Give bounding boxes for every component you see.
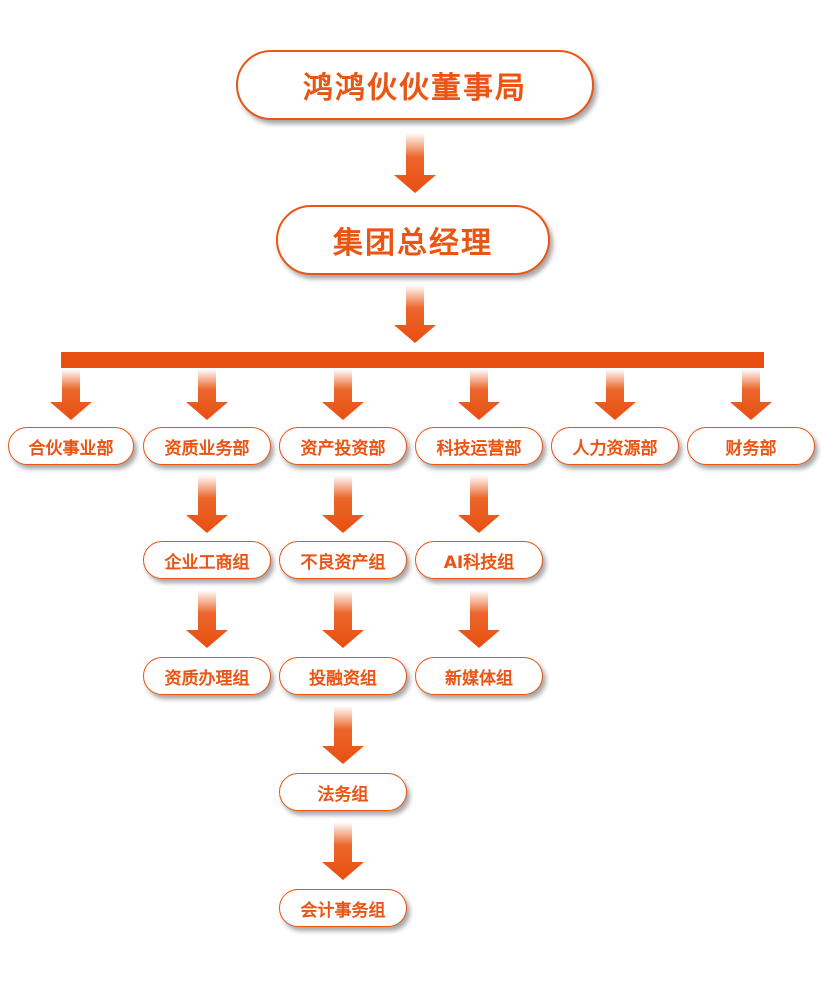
general-manager-node: 集团总经理 [276, 205, 550, 275]
group-qualification-processing: 资质办理组 [143, 657, 271, 695]
dept-finance: 财务部 [687, 427, 815, 465]
dept-tech-operations: 科技运营部 [415, 427, 543, 465]
dept-partner-business: 合伙事业部 [8, 427, 134, 465]
dept-asset-investment: 资产投资部 [279, 427, 407, 465]
group-accounting: 会计事务组 [279, 889, 407, 927]
horizontal-bus-bar [61, 352, 764, 368]
group-legal: 法务组 [279, 773, 407, 811]
group-investment-financing: 投融资组 [279, 657, 407, 695]
dept-qualification-business: 资质业务部 [143, 427, 271, 465]
arrow-board-to-gm [394, 133, 436, 193]
group-ai-tech: AI科技组 [415, 541, 543, 579]
arrow-asset-to-group-3 [322, 706, 364, 764]
arrow-asset-to-group-4 [322, 822, 364, 880]
dept-human-resources: 人力资源部 [551, 427, 679, 465]
arrow-bus-to-dept-5 [594, 369, 636, 420]
arrow-qualification-to-group-2 [186, 590, 228, 648]
arrow-asset-to-group-1 [322, 475, 364, 533]
arrow-bus-to-dept-2 [186, 369, 228, 420]
board-node: 鸿鸿伙伙董事局 [236, 50, 594, 120]
arrow-bus-to-dept-6 [730, 369, 772, 420]
arrow-tech-to-group-1 [458, 475, 500, 533]
group-nonperforming-assets: 不良资产组 [279, 541, 407, 579]
arrow-tech-to-group-2 [458, 590, 500, 648]
arrow-bus-to-dept-1 [50, 369, 92, 420]
arrow-gm-to-bus [394, 285, 436, 343]
arrow-asset-to-group-2 [322, 590, 364, 648]
arrow-qualification-to-group-1 [186, 475, 228, 533]
arrow-bus-to-dept-3 [322, 369, 364, 420]
group-new-media: 新媒体组 [415, 657, 543, 695]
group-enterprise-registration: 企业工商组 [143, 541, 271, 579]
arrow-bus-to-dept-4 [458, 369, 500, 420]
